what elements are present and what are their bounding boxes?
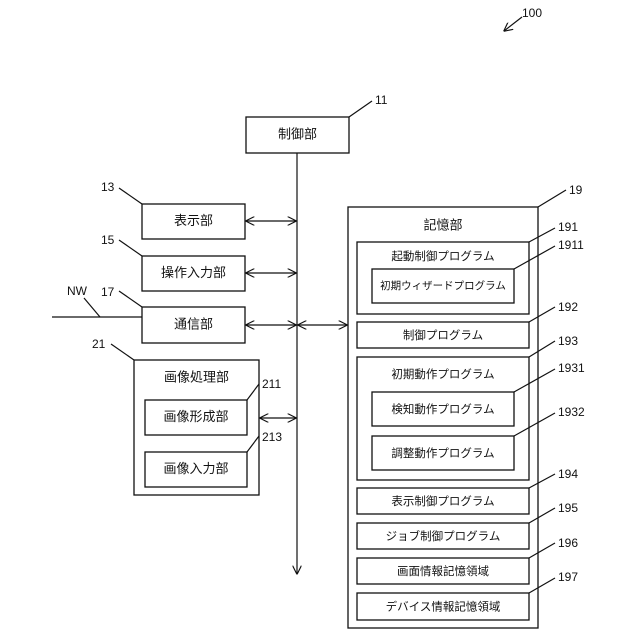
storage-item-ref: 196 [558,536,578,550]
image-processing-label: 画像処理部 [164,371,229,386]
communication-unit-ref: 17 [101,285,115,299]
storage-item-ref: 191 [558,220,578,234]
storage-item-label: 表示制御プログラム [391,494,494,508]
image-processing-ref: 21 [92,337,106,351]
storage-subitem-label: 検知動作プログラム [391,402,494,416]
storage-item-label: ジョブ制御プログラム [386,529,501,543]
image-forming-ref: 211 [262,377,281,391]
figure-arrow-icon [504,17,522,31]
network-ref: NW [67,284,88,298]
communication-unit-label: 通信部 [174,318,213,333]
figure-reference: 100 [504,6,542,31]
control-unit: 制御部 11 [246,93,388,153]
storage-item-label: 制御プログラム [403,328,483,342]
leader-line [119,188,142,204]
operation-input-ref: 15 [101,233,115,247]
leader-line [119,291,142,307]
leader-line [111,344,134,360]
storage-item-ref: 194 [558,467,578,481]
leader-line [84,298,100,317]
operation-input-label: 操作入力部 [161,265,226,281]
storage-subitem-ref: 1932 [558,405,585,419]
storage-item-label: 起動制御プログラム [391,249,494,263]
storage-item-ref: 197 [558,570,578,584]
storage-item-label: 画面情報記憶領域 [397,564,489,578]
image-input-label: 画像入力部 [163,462,228,477]
image-forming-label: 画像形成部 [163,410,228,425]
display-unit: 表示部 13 [101,180,296,239]
storage-subitem-ref: 1911 [558,238,584,252]
control-unit-label: 制御部 [278,128,317,143]
control-unit-ref: 11 [375,93,388,107]
storage-item-ref: 192 [558,300,578,314]
leader-line [538,190,566,207]
storage-item-ref: 195 [558,501,578,515]
figure-ref-label: 100 [522,6,542,20]
operation-input-unit: 操作入力部 15 [101,233,296,291]
image-input-ref: 213 [262,430,282,444]
display-unit-label: 表示部 [174,214,213,229]
storage-ref: 19 [569,183,583,197]
communication-unit: 通信部 17 NW [52,284,347,343]
storage-subitem-label: 初期ウィザードプログラム [380,279,506,292]
leader-line [119,240,142,256]
storage-label: 記憶部 [423,218,462,234]
storage-unit: 記憶部 19 起動制御プログラム 191 初期ウィザードプログラム 1911 制… [348,183,585,628]
display-unit-ref: 13 [101,180,115,194]
storage-item-label: デバイス情報記憶領域 [386,600,501,614]
storage-item-label: 初期動作プログラム [391,367,494,381]
image-processing-unit: 画像処理部 21 画像形成部 211 画像入力部 213 [92,337,296,495]
storage-subitem-label: 調整動作プログラム [391,446,494,460]
storage-item-ref: 193 [558,334,578,348]
leader-line [349,101,372,117]
storage-subitem-ref: 1931 [558,361,585,375]
